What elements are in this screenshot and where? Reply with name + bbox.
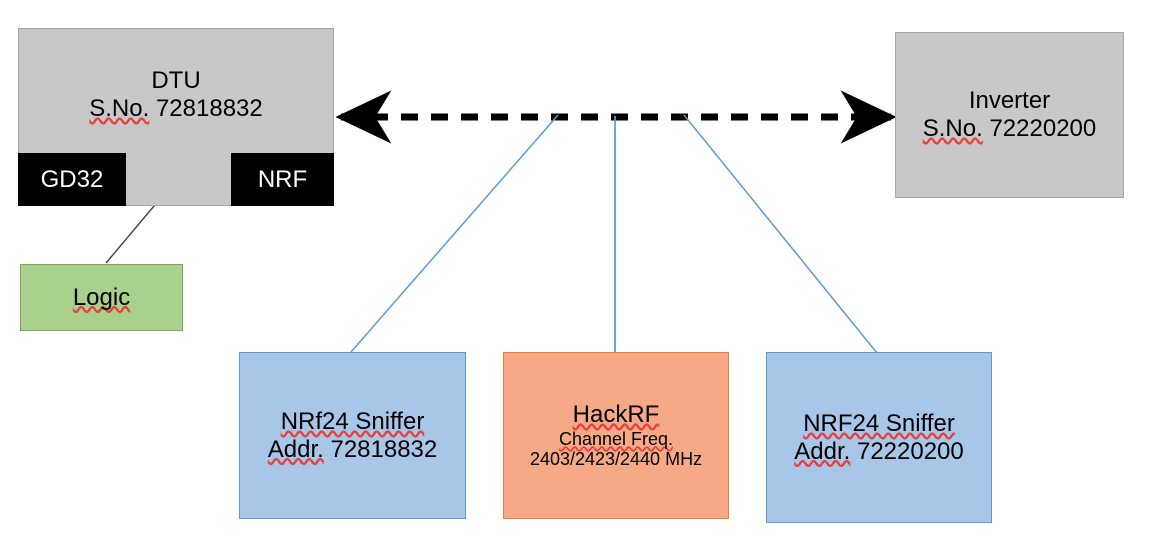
- dtu-serial: S.No. 72818832: [89, 95, 262, 123]
- dtu-serial-value: 72818832: [155, 95, 263, 122]
- sniffer-right-addr: Addr. 72220200: [794, 438, 964, 466]
- sniffer-right-addr-prefix: Addr.: [794, 437, 851, 465]
- node-inverter[interactable]: Inverter S.No. 72220200: [895, 32, 1124, 198]
- hackrf-channel-label: Channel Freq.: [558, 428, 674, 449]
- inverter-serial-value: 72220200: [989, 115, 1097, 142]
- logic-label: Logic: [72, 283, 131, 311]
- node-logic-analyzer[interactable]: Logic: [20, 264, 183, 331]
- sniffer-left-addr: Addr. 72818832: [268, 436, 438, 464]
- inverter-title: Inverter: [968, 87, 1051, 115]
- gd32-label: GD32: [40, 165, 104, 193]
- node-nrf[interactable]: NRF: [231, 153, 334, 206]
- inverter-serial-prefix: S.No.: [922, 115, 983, 142]
- dtu-serial-prefix: S.No.: [89, 95, 150, 122]
- sniffer-right-addr-value: 72220200: [856, 437, 964, 465]
- sniffer-left-title: NRf24 Sniffer: [280, 407, 425, 435]
- node-hackrf[interactable]: HackRF Channel Freq. 2403/2423/2440 MHz: [503, 352, 729, 519]
- tap-line-sniffer-right: [683, 114, 878, 354]
- hackrf-channel-freqs: 2403/2423/2440 MHz: [529, 449, 703, 470]
- nrf-label: NRF: [257, 165, 308, 193]
- hackrf-title: HackRF: [572, 401, 660, 429]
- dtu-title: DTU: [151, 67, 201, 95]
- sniffer-left-addr-prefix: Addr.: [267, 435, 324, 463]
- node-nrf24-sniffer-right[interactable]: NRF24 Sniffer Addr. 72220200: [766, 352, 992, 523]
- inverter-serial: S.No. 72220200: [923, 115, 1096, 143]
- node-gd32[interactable]: GD32: [18, 153, 126, 206]
- sniffer-right-title: NRF24 Sniffer: [803, 409, 955, 437]
- sniffer-left-addr-value: 72818832: [330, 435, 438, 463]
- tap-line-sniffer-left: [350, 114, 559, 353]
- node-nrf24-sniffer-left[interactable]: NRf24 Sniffer Addr. 72818832: [239, 352, 466, 519]
